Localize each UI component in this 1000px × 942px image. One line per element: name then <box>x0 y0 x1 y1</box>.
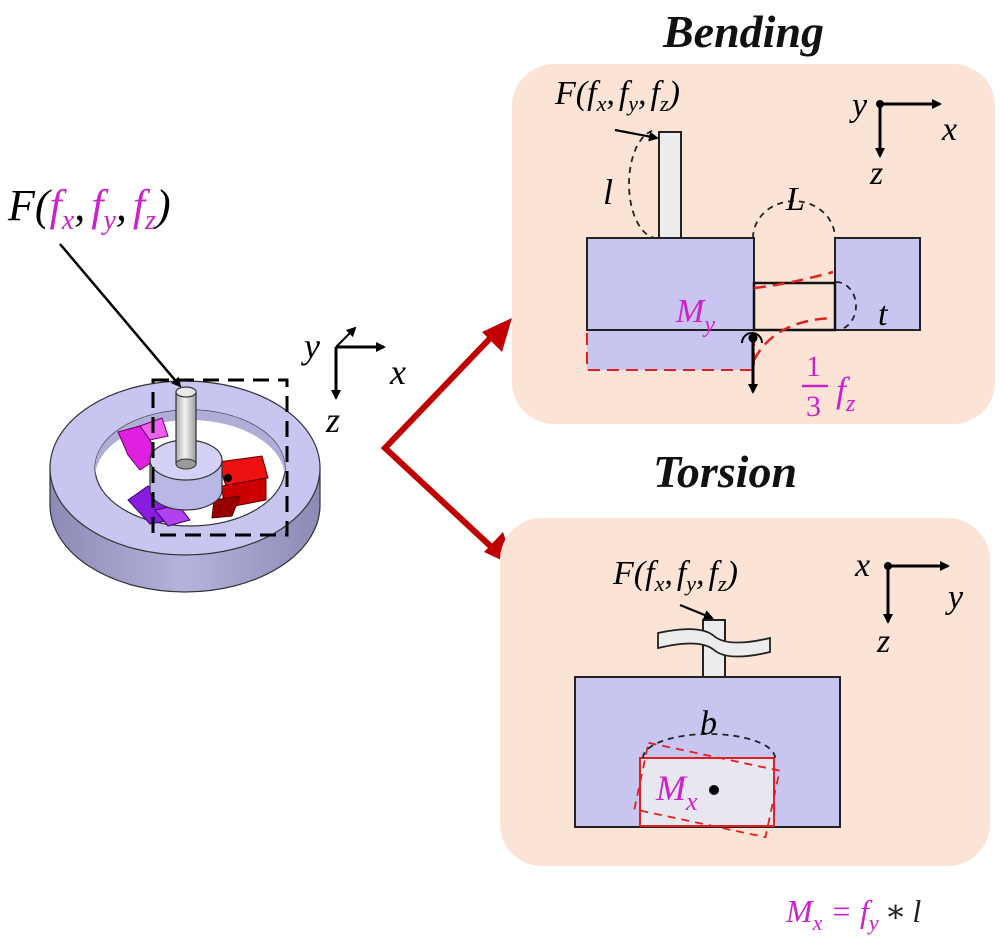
bending-L-arc <box>752 200 836 239</box>
bending-axes: y x z <box>849 87 957 192</box>
bending-axis-y-label: y <box>849 87 868 124</box>
fraction-numerator: 1 <box>806 350 821 383</box>
torsion-force-label: F(fx,fy,fz) <box>612 555 738 596</box>
bending-deformed-base <box>586 329 755 371</box>
torsion-b-label: b <box>700 705 717 742</box>
bending-force-label: F(fx,fy,fz) <box>554 75 680 116</box>
bending-force-arrow <box>614 128 659 142</box>
torsion-axis-y-label: y <box>945 579 964 616</box>
left-axis-z-label: z <box>325 400 340 440</box>
bending-title: Bending <box>662 6 824 57</box>
bending-deflect-bottom <box>752 316 834 361</box>
left-axis-y-label: y <box>301 326 320 366</box>
fraction-denominator: 3 <box>806 390 821 423</box>
bending-t-arc <box>835 281 857 331</box>
torsion-center-point <box>709 785 719 795</box>
torsion-title: Torsion <box>653 446 797 497</box>
bending-l-arc <box>628 129 658 239</box>
left-axes: y x z <box>301 326 406 440</box>
bending-right-block <box>834 237 921 331</box>
shaft-top <box>175 386 197 398</box>
torsion-moment-label: Mx <box>655 768 698 816</box>
bending-axis-z-label: z <box>869 155 883 192</box>
red-arrowhead-top <box>482 318 512 352</box>
bending-L-label: L <box>785 181 805 218</box>
red-beam-3 <box>211 495 241 519</box>
bending-beam <box>752 281 837 332</box>
bending-deflect-top <box>753 270 834 290</box>
bending-shaft <box>658 131 682 239</box>
torsion-b-arc <box>642 733 776 759</box>
bending-t-label: t <box>878 296 889 333</box>
left-axis-x-label: x <box>389 352 406 392</box>
torsion-force-arrow <box>679 603 714 620</box>
detail-selection-box <box>151 378 289 537</box>
bending-l-label: l <box>603 172 613 212</box>
torsion-axes: x y z <box>854 547 964 660</box>
bending-left-block <box>586 237 755 331</box>
left-force-label: F(fx,fy,fz) <box>7 181 171 236</box>
shaft-base <box>175 458 197 470</box>
sensor-model <box>49 243 321 593</box>
bending-body <box>586 128 921 394</box>
bending-axis-x-label: x <box>941 111 957 148</box>
force-arrow <box>59 243 182 388</box>
bending-moment-arc <box>741 332 763 344</box>
torsion-rotated-beam <box>633 741 781 839</box>
bending-fz-fraction: 1 3 fz <box>802 350 856 423</box>
torsion-axis-x-label: x <box>854 547 870 584</box>
torsion-axis-z-label: z <box>876 623 890 660</box>
shaft <box>175 391 197 465</box>
torsion-beam <box>639 757 775 827</box>
moment-equation: Mx=fy∗l <box>785 893 921 935</box>
center-point <box>224 474 232 482</box>
torsion-body <box>574 603 841 839</box>
bending-moment-label: My <box>675 293 715 338</box>
torsion-cross-piece <box>657 628 771 658</box>
